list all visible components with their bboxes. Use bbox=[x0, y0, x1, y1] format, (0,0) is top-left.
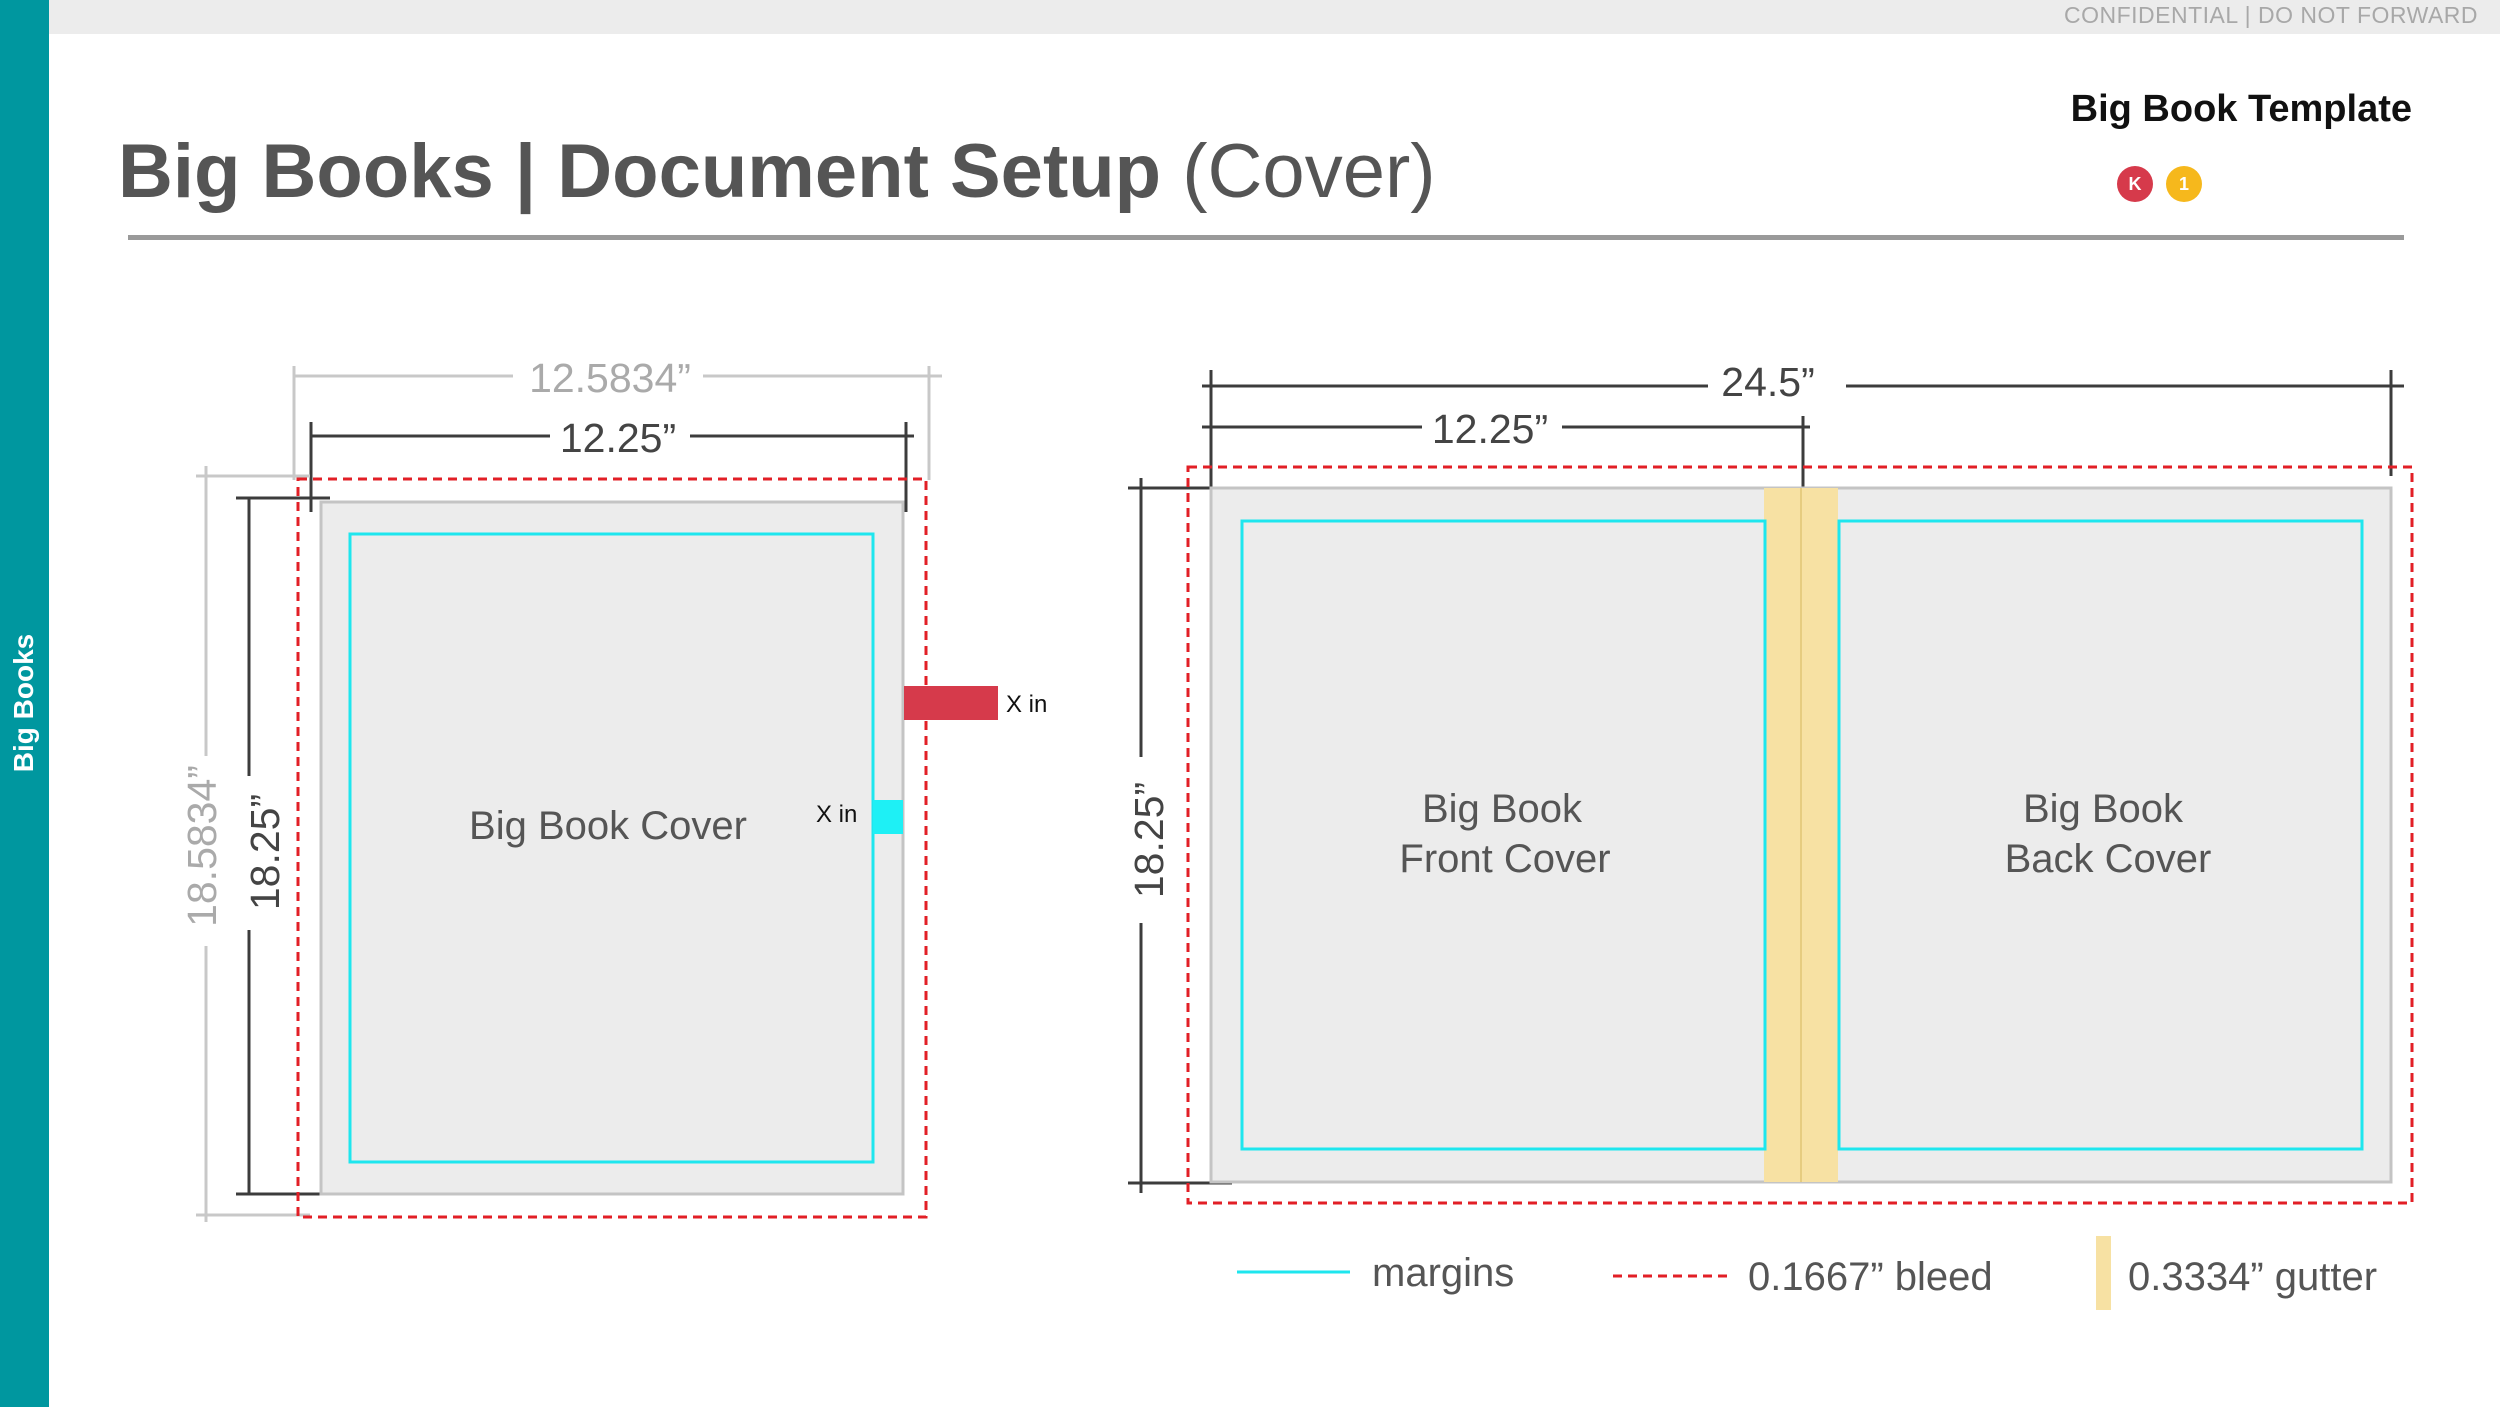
bleed-callout-bar bbox=[904, 686, 998, 720]
page-title: Big Books | Document Setup (Cover) bbox=[118, 128, 1436, 215]
margin-callout-label: X in bbox=[816, 801, 857, 828]
legend-gutter-label: 0.3334” gutter bbox=[2128, 1255, 2377, 1299]
front-cover-margin bbox=[1240, 519, 1767, 1151]
cover-spread: 24.5” 12.25” 18.25” Big Book Front Cover… bbox=[1126, 359, 2414, 1205]
back-cover-label-line1: Big Book bbox=[2023, 787, 2184, 831]
bleed-height-label: 18.5834” bbox=[179, 765, 225, 927]
legend-bleed-label: 0.1667” bleed bbox=[1748, 1255, 1993, 1299]
single-cover: 12.5834” 12.25” 18.5834” 18.25” Big Book… bbox=[179, 355, 1047, 1222]
cover-label: Big Book Cover bbox=[469, 804, 747, 848]
front-cover-label-line1: Big Book bbox=[1422, 787, 1583, 831]
trim-width-label: 12.25” bbox=[560, 415, 676, 461]
back-cover-label-line2: Back Cover bbox=[2005, 837, 2212, 881]
legend-gutter-swatch bbox=[2096, 1236, 2111, 1310]
margin-callout-bar bbox=[873, 800, 903, 834]
badge-k: K bbox=[2117, 166, 2153, 202]
cover-bleed bbox=[296, 477, 928, 1219]
template-label: Big Book Template bbox=[2070, 88, 2412, 130]
page-title-main: Big Books | Document Setup bbox=[118, 129, 1162, 214]
badge-1: 1 bbox=[2166, 166, 2202, 202]
confidential-notice: CONFIDENTIAL | DO NOT FORWARD bbox=[2063, 2, 2478, 28]
total-width-label: 24.5” bbox=[1721, 359, 1814, 405]
back-cover-margin bbox=[1837, 519, 2364, 1151]
cover-page bbox=[319, 500, 905, 1196]
spread-bleed bbox=[1186, 465, 2414, 1205]
cover-margin bbox=[348, 532, 875, 1164]
sidebar: Big Books bbox=[0, 0, 49, 1407]
trim-height-label: 18.25” bbox=[242, 794, 288, 910]
top-bar bbox=[0, 0, 2500, 34]
spread-height-label: 18.25” bbox=[1126, 782, 1172, 898]
bleed-callout-label: X in bbox=[1006, 691, 1047, 718]
legend-margins-label: margins bbox=[1372, 1251, 1514, 1295]
legend: margins 0.1667” bleed 0.3334” gutter bbox=[1237, 1236, 2377, 1310]
page-title-sub: (Cover) bbox=[1182, 129, 1436, 214]
bleed-width-label: 12.5834” bbox=[529, 355, 691, 401]
front-cover-label-line2: Front Cover bbox=[1399, 837, 1610, 881]
title-divider bbox=[128, 235, 2404, 240]
half-width-label: 12.25” bbox=[1432, 406, 1548, 452]
